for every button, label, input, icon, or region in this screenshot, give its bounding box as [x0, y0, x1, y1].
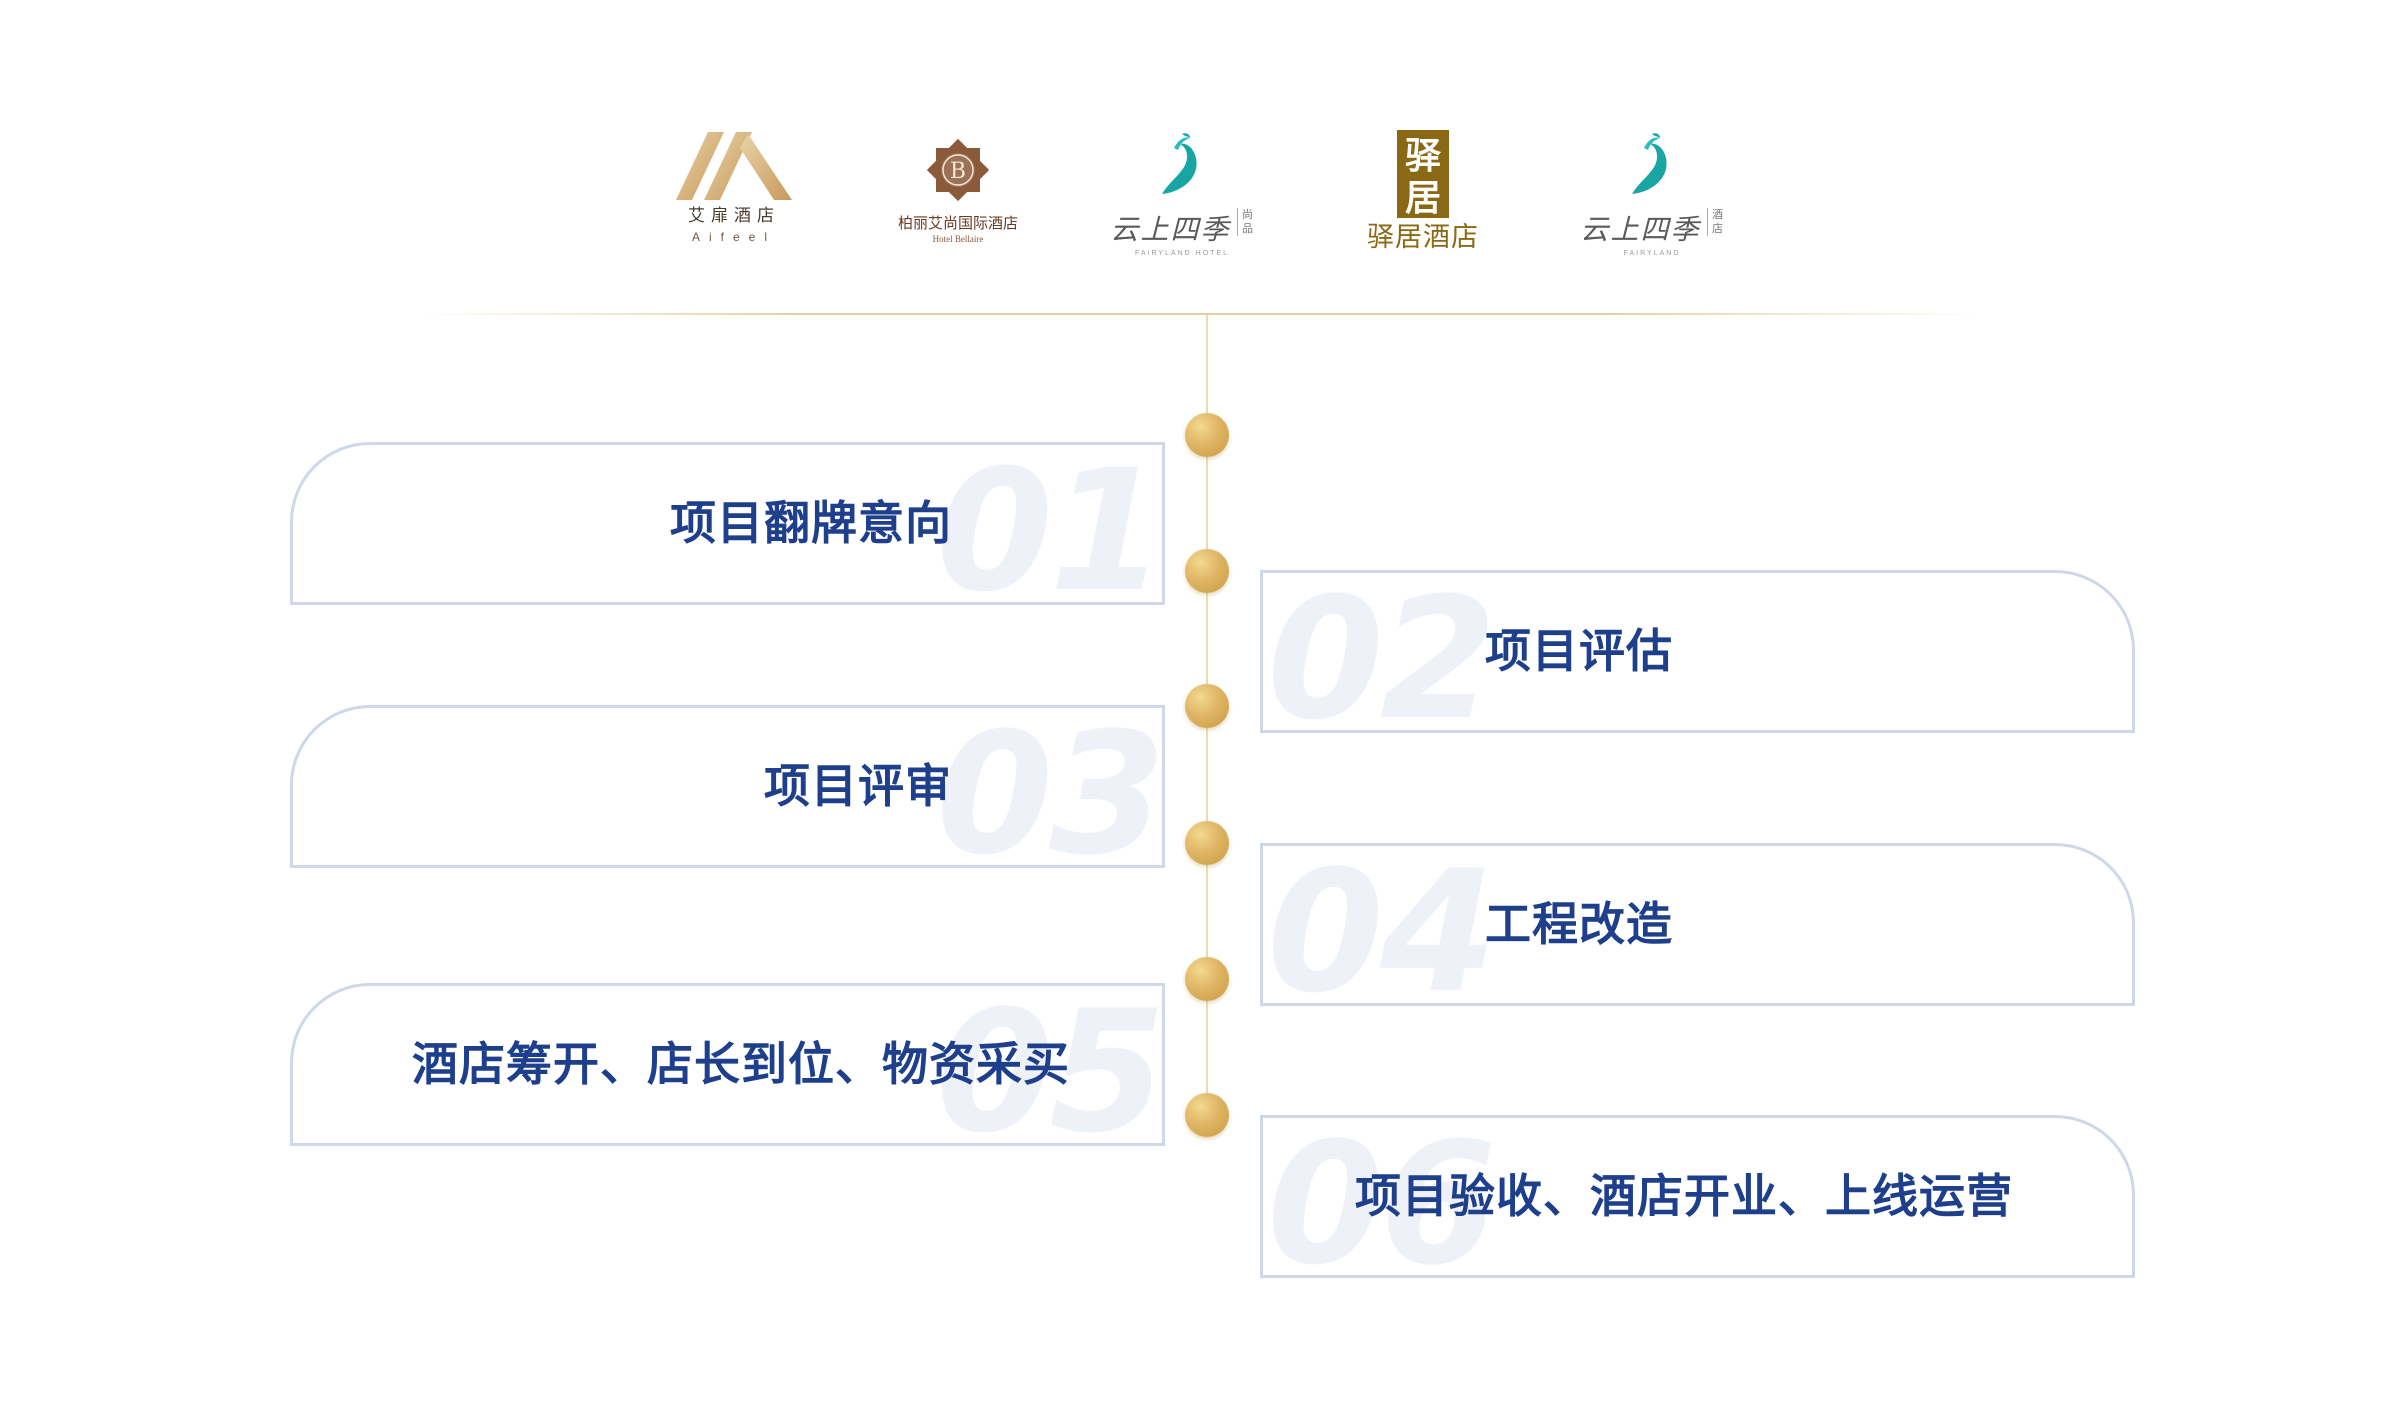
step-number: 04	[1267, 843, 1497, 1006]
timeline-dot	[1185, 821, 1229, 865]
yunshang-2-side: 酒店	[1706, 208, 1724, 236]
yunshang-2-wordmark: 云上四季 酒店	[1552, 208, 1752, 248]
header-divider	[420, 313, 1980, 315]
aifeel-mark-icon	[676, 132, 792, 200]
step-02: 02 项目评估	[1260, 570, 2135, 733]
logo-yunshang-2: 云上四季 酒店 FAIRYLAND	[1552, 130, 1752, 275]
yunshang-2-sub: FAIRYLAND	[1623, 250, 1681, 257]
yunshang-1-wordmark: 云上四季 尚品	[1082, 208, 1282, 248]
aifeel-sub: Aifeel	[691, 230, 777, 244]
step-label: 项目翻牌意向	[670, 496, 952, 550]
bellaire-emblem-icon: B	[926, 138, 990, 202]
yunshang-1-side: 尚品	[1236, 208, 1254, 236]
phoenix-wave-icon	[1632, 133, 1667, 194]
step-label: 项目评估	[1485, 624, 1673, 678]
step-03: 03 项目评审	[290, 705, 1165, 868]
yunshang-2-name: 云上四季	[1580, 213, 1701, 246]
aifeel-name: 艾扉酒店	[688, 206, 780, 226]
step-label: 酒店筹开、店长到位、物资采买	[412, 1037, 1070, 1091]
step-04: 04 工程改造	[1260, 843, 2135, 1006]
step-number: 02	[1267, 570, 1497, 733]
logo-yiju: 驿 居 驿居酒店	[1323, 130, 1523, 275]
step-number: 01	[936, 442, 1162, 605]
bellaire-name: 柏丽艾尚国际酒店	[897, 214, 1018, 232]
logo-bellaire: B 柏丽艾尚国际酒店 Hotel Bellaire	[858, 130, 1058, 275]
step-01: 01 项目翻牌意向	[290, 442, 1165, 605]
step-number: 03	[936, 705, 1162, 868]
yiju-seal-top: 驿	[1405, 136, 1442, 177]
logo-aifeel: 艾扉酒店 Aifeel	[634, 130, 834, 275]
timeline-dot	[1185, 684, 1229, 728]
yiju-name: 驿居酒店	[1367, 222, 1479, 253]
step-number: 05	[936, 983, 1162, 1146]
logo-yunshang-1: 云上四季 尚品 FAIRYLAND HOTEL	[1082, 130, 1282, 275]
timeline-dot	[1185, 549, 1229, 593]
yiju-seal-icon: 驿 居	[1397, 130, 1449, 218]
step-06: 06 项目验收、酒店开业、上线运营	[1260, 1115, 2135, 1278]
yiju-seal-bottom: 居	[1405, 178, 1441, 218]
step-05: 05 酒店筹开、店长到位、物资采买	[290, 983, 1165, 1146]
bellaire-letter: B	[950, 159, 966, 184]
timeline-dot	[1185, 957, 1229, 1001]
timeline-dot	[1185, 1093, 1229, 1137]
bellaire-sub: Hotel Bellaire	[932, 234, 984, 244]
step-number: 06	[1267, 1115, 1497, 1278]
step-label: 项目验收、酒店开业、上线运营	[1355, 1169, 2013, 1223]
yunshang-1-name: 云上四季	[1110, 213, 1231, 246]
step-label: 工程改造	[1485, 897, 1673, 951]
yunshang-1-sub: FAIRYLAND HOTEL	[1134, 250, 1230, 257]
phoenix-wave-icon	[1162, 133, 1197, 194]
timeline-dot	[1185, 413, 1229, 457]
step-label: 项目评审	[764, 759, 952, 813]
